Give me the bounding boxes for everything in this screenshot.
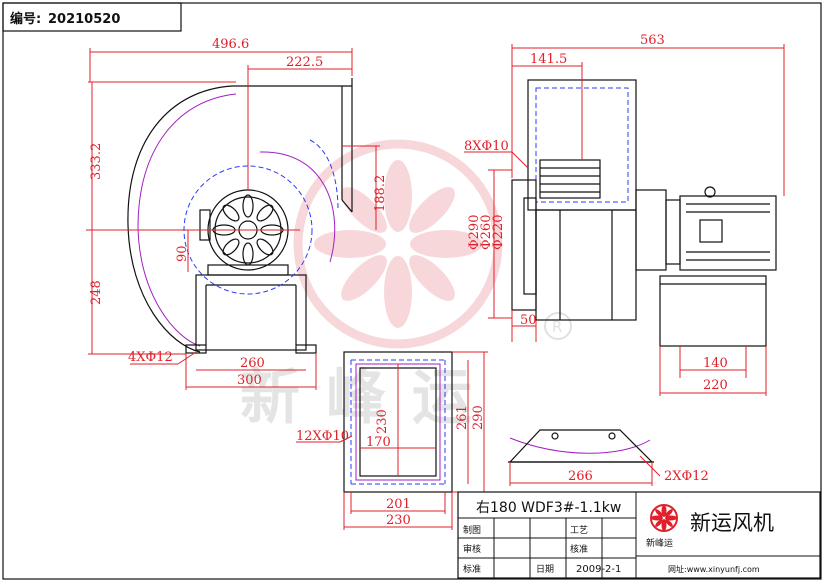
dim-inlet-d1: Φ290 (467, 215, 482, 250)
outlet-outer (343, 351, 453, 493)
dim-outlet-outer-h: 290 (471, 405, 486, 430)
motor-body (679, 195, 777, 271)
dim-foot-span: 266 (568, 469, 593, 484)
front-view: 496.6 222.5 333.2 248 188.2 90 260 300 4… (86, 37, 388, 390)
dim-bolt-holes-base: 4XΦ12 (128, 350, 173, 365)
dim-outlet-inner-h: 230 (375, 409, 390, 434)
dim-base-inner: 260 (240, 356, 265, 371)
tb-row2-left: 审核 (463, 543, 481, 555)
dim-base-height: 248 (89, 280, 104, 305)
volute-inner (137, 93, 237, 347)
dim-outlet-mid-h: 261 (455, 405, 470, 430)
tb-row1-left: 制图 (463, 524, 481, 536)
outlet-view: 230 170 261 290 201 230 12XΦ10 (296, 351, 488, 530)
motor-base (659, 275, 767, 347)
dim-total-width-left: 496.6 (212, 37, 249, 52)
dim-foot-holes: 2XΦ12 (664, 469, 709, 484)
watermark: R 新峰运 (240, 139, 572, 433)
registered-circle (544, 312, 572, 340)
dim-side-total: 563 (640, 33, 665, 48)
serial-value: 20210520 (48, 12, 120, 27)
serial-label: 编号: (10, 11, 41, 27)
foot-view: 266 2XΦ12 (508, 429, 709, 486)
dim-inlet-d3: Φ220 (491, 215, 506, 250)
base-frame (195, 274, 307, 351)
tb-date: 2009-2-1 (576, 564, 621, 575)
watermark-petals (314, 160, 482, 328)
foot-plate (508, 429, 654, 463)
dim-inlet-d2: Φ260 (479, 215, 494, 250)
company-website: 网址:www.xinyunfj.com (668, 564, 760, 574)
tb-row3-left: 标准 (463, 563, 481, 575)
dim-outlet-width: 222.5 (286, 55, 323, 70)
dim-outlet-outer-w: 230 (386, 513, 411, 528)
title-model: 右180 WDF3#-1.1kw (476, 500, 621, 516)
dim-inlet-len: 50 (520, 313, 537, 328)
company-logo-icon (650, 504, 678, 532)
dim-flange-holes: 8XΦ10 (464, 139, 509, 154)
dim-side-flange: 141.5 (530, 52, 567, 67)
watermark-ring (293, 139, 503, 349)
dim-shaft-height: 90 (175, 245, 190, 262)
tb-row2-right: 核准 (570, 543, 588, 555)
serial-box (2, 2, 182, 32)
dim-motor-base-outer: 220 (703, 378, 728, 393)
registered-mark: R (552, 318, 562, 336)
side-view: 563 141.5 8XΦ10 Φ290 Φ260 Φ220 50 140 22… (464, 33, 785, 396)
title-block: 右180 WDF3#-1.1kw 制图 工艺 审核 核准 标准 日期 2009-… (457, 491, 821, 579)
dim-motor-base-inner: 140 (703, 356, 728, 371)
logo-text: 新峰运 (646, 537, 673, 549)
fan-housing (535, 209, 637, 321)
volute-outline (127, 85, 352, 353)
dim-height-total: 333.2 (89, 143, 104, 180)
dim-outlet-mid-w: 201 (386, 497, 411, 512)
tb-row1-right: 工艺 (570, 525, 588, 536)
company-name: 新运风机 (690, 511, 774, 535)
dim-base-outer: 300 (237, 373, 262, 388)
dim-outlet-holes: 12XΦ10 (296, 429, 349, 444)
tb-row3-right: 日期 (536, 564, 554, 575)
dim-outlet-inner-w: 170 (366, 435, 391, 450)
dim-height-outlet: 188.2 (373, 175, 388, 212)
